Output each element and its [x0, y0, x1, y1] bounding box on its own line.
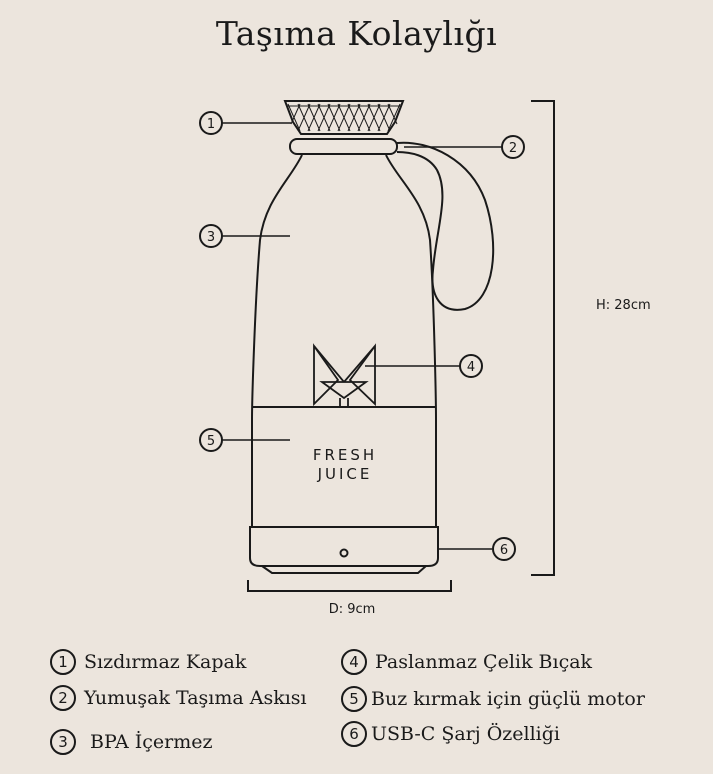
width-bracket [247, 580, 452, 592]
legend-label-4: Paslanmaz Çelik Bıçak [375, 651, 593, 673]
legend-number-6: 6 [341, 721, 367, 747]
legend-number-2: 2 [50, 685, 76, 711]
motor-base [249, 526, 439, 567]
page-title: Taşıma Kolaylığı [215, 14, 498, 53]
callout-5-number: 5 [207, 434, 215, 449]
lid-knurl-pattern [286, 103, 402, 132]
legend-item-6: 6 USB-C Şarj Özelliği [341, 721, 560, 747]
legend-item-3: 3 BPA İçermez [50, 729, 213, 755]
callout-2 [501, 135, 525, 159]
legend-item-4: 4 Paslanmaz Çelik Bıçak [341, 649, 592, 675]
legend-label-6: USB-C Şarj Özelliği [371, 723, 560, 745]
blade-icon [313, 343, 376, 407]
lid-shape [283, 100, 405, 135]
callout-4-number: 4 [467, 360, 475, 375]
callout-6-number: 6 [500, 543, 508, 558]
callout-2-number: 2 [509, 141, 517, 156]
callout-4 [459, 354, 483, 378]
diameter-label: D: 9cm [329, 602, 376, 617]
legend-label-5: Buz kırmak için güçlü motor [371, 688, 645, 710]
height-bracket [531, 100, 555, 576]
legend-item-2: 2 Yumuşak Taşıma Askısı [50, 685, 307, 711]
legend-label-1: Sızdırmaz Kapak [84, 651, 247, 673]
callout-1 [199, 111, 223, 135]
callout-1-number: 1 [207, 117, 215, 132]
callout-5 [199, 428, 223, 452]
legend-label-3: BPA İçermez [90, 731, 213, 753]
legend-item-1: 1 Sızdırmaz Kapak [50, 649, 246, 675]
legend-label-2: Yumuşak Taşıma Askısı [84, 687, 307, 709]
height-label: H: 28cm [596, 298, 651, 313]
legend-number-3: 3 [50, 729, 76, 755]
callout-3 [199, 224, 223, 248]
legend-number-4: 4 [341, 649, 367, 675]
legend-item-5: 5 Buz kırmak için güçlü motor [341, 686, 645, 712]
callout-3-number: 3 [207, 230, 215, 245]
callout-6 [492, 537, 516, 561]
charging-port-icon [339, 548, 349, 558]
carry-strap [396, 141, 495, 311]
product-text-line2: JUICE [317, 465, 373, 483]
lid-collar [289, 138, 398, 155]
legend-number-5: 5 [341, 686, 367, 712]
product-text-line1: FRESH [313, 446, 377, 464]
legend-number-1: 1 [50, 649, 76, 675]
